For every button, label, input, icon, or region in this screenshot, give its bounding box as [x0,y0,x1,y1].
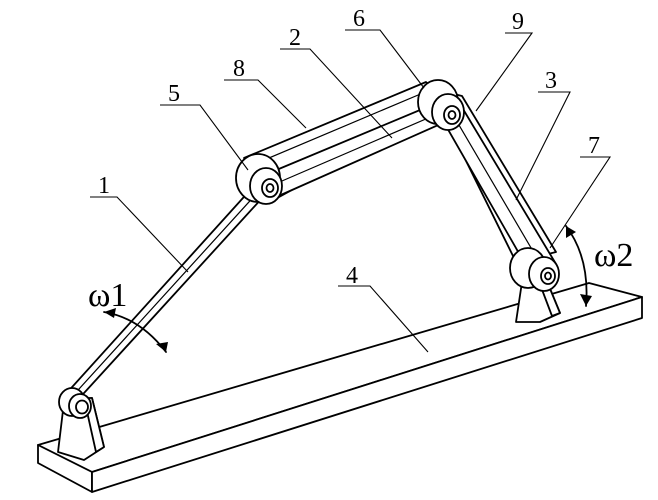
link-3 [437,103,557,277]
omega1-label: ω1 [88,277,127,314]
omega2-arrow [565,225,592,307]
omega1-arrow [103,308,168,353]
label-1: 1 [98,173,110,199]
label-2: 2 [289,25,301,51]
base-plate [37,282,643,493]
label-9: 9 [512,9,524,35]
label-3: 3 [545,68,557,94]
label-6: 6 [353,6,365,32]
label-5: 5 [168,81,180,107]
pulley-6 [417,79,465,131]
pulley-7 [509,247,560,292]
pulley-5 [235,153,283,205]
omega2-label: ω2 [594,237,633,274]
leader-lines [90,29,612,353]
left-pivot [58,387,92,419]
label-8: 8 [233,56,245,82]
label-7: 7 [588,133,600,159]
label-4: 4 [346,263,358,289]
